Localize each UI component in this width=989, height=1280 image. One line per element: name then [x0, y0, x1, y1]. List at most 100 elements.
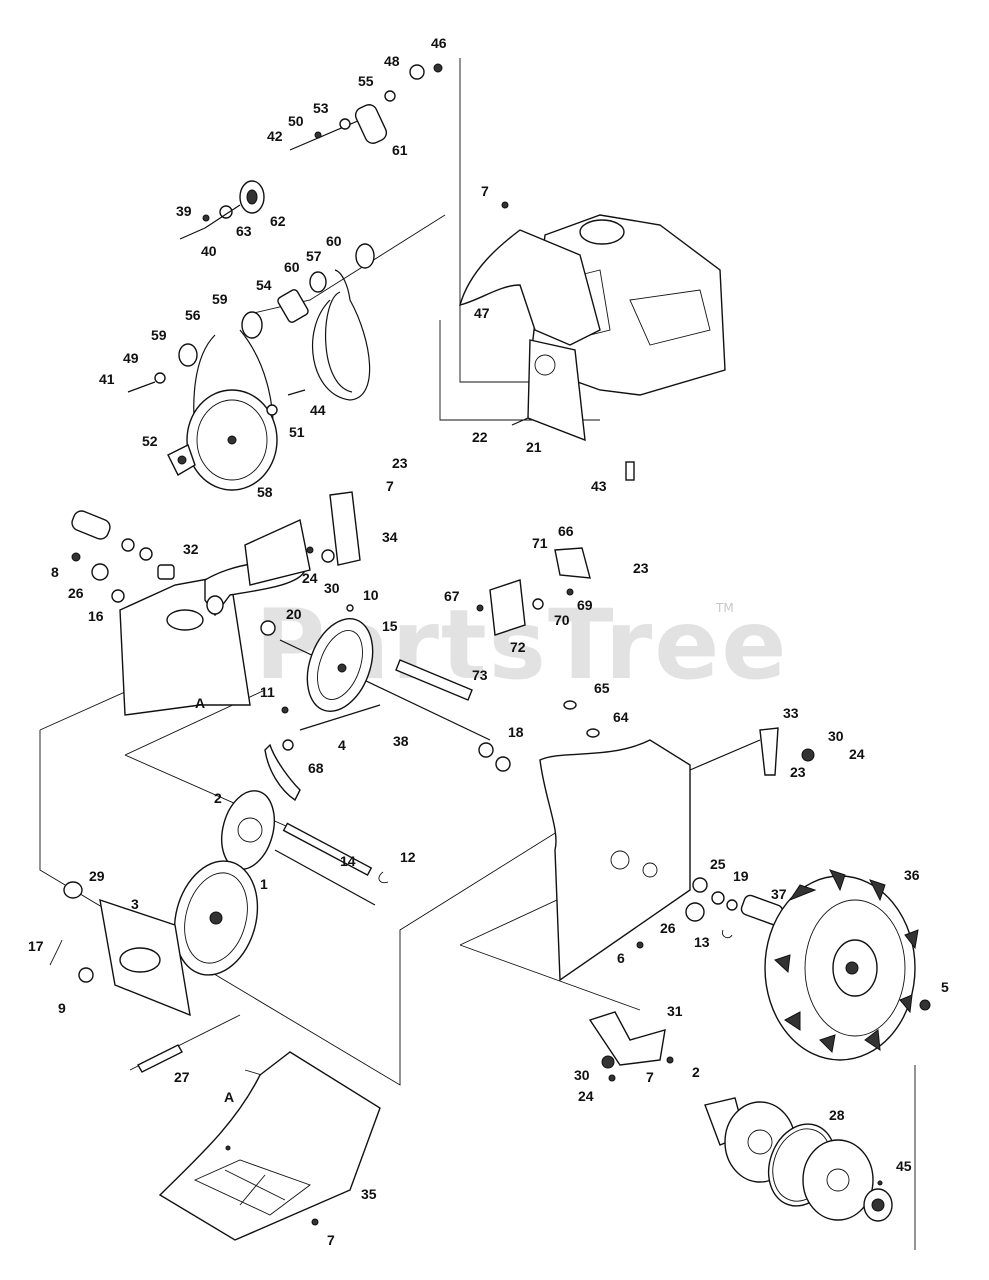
callout: 30	[574, 1067, 590, 1083]
callout: 24	[302, 570, 318, 586]
callout: 23	[790, 764, 806, 780]
callout: 2	[692, 1064, 700, 1080]
callout: 24	[578, 1088, 594, 1104]
callout: 1	[260, 876, 268, 892]
callout: 65	[594, 680, 610, 696]
callout: 9	[58, 1000, 66, 1016]
callout: 14	[340, 853, 356, 869]
callout: 57	[306, 248, 322, 264]
callout: 17	[28, 938, 44, 954]
callout: 32	[183, 541, 199, 557]
callout: 64	[613, 709, 629, 725]
callout: 41	[99, 371, 115, 387]
callout: 30	[324, 580, 340, 596]
trademark-mark: TM	[715, 601, 734, 615]
callout: 6	[617, 950, 625, 966]
callout: 26	[660, 920, 676, 936]
callout: 27	[174, 1069, 190, 1085]
callout: 16	[88, 608, 104, 624]
callout: 58	[257, 484, 273, 500]
callout: 38	[393, 733, 409, 749]
callout: 49	[123, 350, 139, 366]
callout: 53	[313, 100, 329, 116]
callout: 44	[310, 402, 326, 418]
callout: 67	[444, 588, 460, 604]
callout: 7	[646, 1069, 654, 1085]
callout: 59	[212, 291, 228, 307]
friction-wheel-assembly	[49, 790, 389, 1073]
callout: 47	[474, 305, 490, 321]
callout: 70	[554, 612, 570, 628]
callout: 7	[386, 478, 394, 494]
frame-left	[71, 491, 361, 716]
callout: 46	[431, 35, 447, 51]
gear-and-shafts	[264, 547, 591, 802]
callout: 30	[828, 728, 844, 744]
callout: 29	[89, 868, 105, 884]
frame-right	[539, 700, 815, 982]
callout: 51	[289, 424, 305, 440]
callout: 39	[176, 203, 192, 219]
callout: 52	[142, 433, 158, 449]
callout: 54	[256, 277, 272, 293]
callout: 28	[829, 1107, 845, 1123]
callout: 45	[896, 1158, 912, 1174]
callout: 12	[400, 849, 416, 865]
idler-assembly	[179, 63, 443, 240]
callout: 48	[384, 53, 400, 69]
callout: 10	[363, 587, 379, 603]
callout: 5	[941, 979, 949, 995]
callout: 55	[358, 73, 374, 89]
callout: 18	[508, 724, 524, 740]
callout: 7	[327, 1232, 335, 1248]
callout: 2	[214, 790, 222, 806]
callout: 24	[849, 746, 865, 762]
bottom-cover	[158, 1051, 381, 1241]
callout: 37	[771, 886, 787, 902]
callout: 26	[68, 585, 84, 601]
callout: 21	[526, 439, 542, 455]
callout: 23	[633, 560, 649, 576]
callout: 60	[326, 233, 342, 249]
callout: 23	[392, 455, 408, 471]
callout: 11	[260, 684, 275, 700]
callout: 62	[270, 213, 286, 229]
callout: 15	[382, 618, 398, 634]
callout: 63	[236, 223, 252, 239]
callout: 68	[308, 760, 324, 776]
callout: 25	[710, 856, 726, 872]
callout: 22	[472, 429, 488, 445]
callout: 13	[694, 934, 710, 950]
callout: 56	[185, 307, 201, 323]
callout: 20	[286, 606, 302, 622]
callout: 33	[783, 705, 799, 721]
callout: 59	[151, 327, 167, 343]
reference-marker: A	[224, 1089, 234, 1105]
callout: 34	[382, 529, 398, 545]
callout: 36	[904, 867, 920, 883]
callout: 72	[510, 639, 526, 655]
callout: 31	[667, 1003, 683, 1019]
callout: 7	[481, 183, 489, 199]
belt-drive	[127, 243, 375, 491]
callout: 40	[201, 243, 217, 259]
callout: 60	[284, 259, 300, 275]
callout: 42	[267, 128, 283, 144]
reference-marker: A	[195, 695, 205, 711]
callout: 4	[338, 737, 346, 753]
callout: 35	[361, 1186, 377, 1202]
wheel-and-tire	[588, 869, 931, 1222]
callout: 50	[288, 113, 304, 129]
callout-numbers: 46 48 55 53 50 42 61 62 63 39 40 7 60 57…	[28, 35, 949, 1248]
callout: 8	[51, 564, 59, 580]
callout: 66	[558, 523, 574, 539]
callout: 3	[131, 896, 139, 912]
engine	[458, 201, 726, 481]
callout: 43	[591, 478, 607, 494]
callout: 73	[472, 667, 488, 683]
callout: 61	[392, 142, 408, 158]
callout: 71	[532, 535, 548, 551]
callout: 69	[577, 597, 593, 613]
callout: 19	[733, 868, 749, 884]
